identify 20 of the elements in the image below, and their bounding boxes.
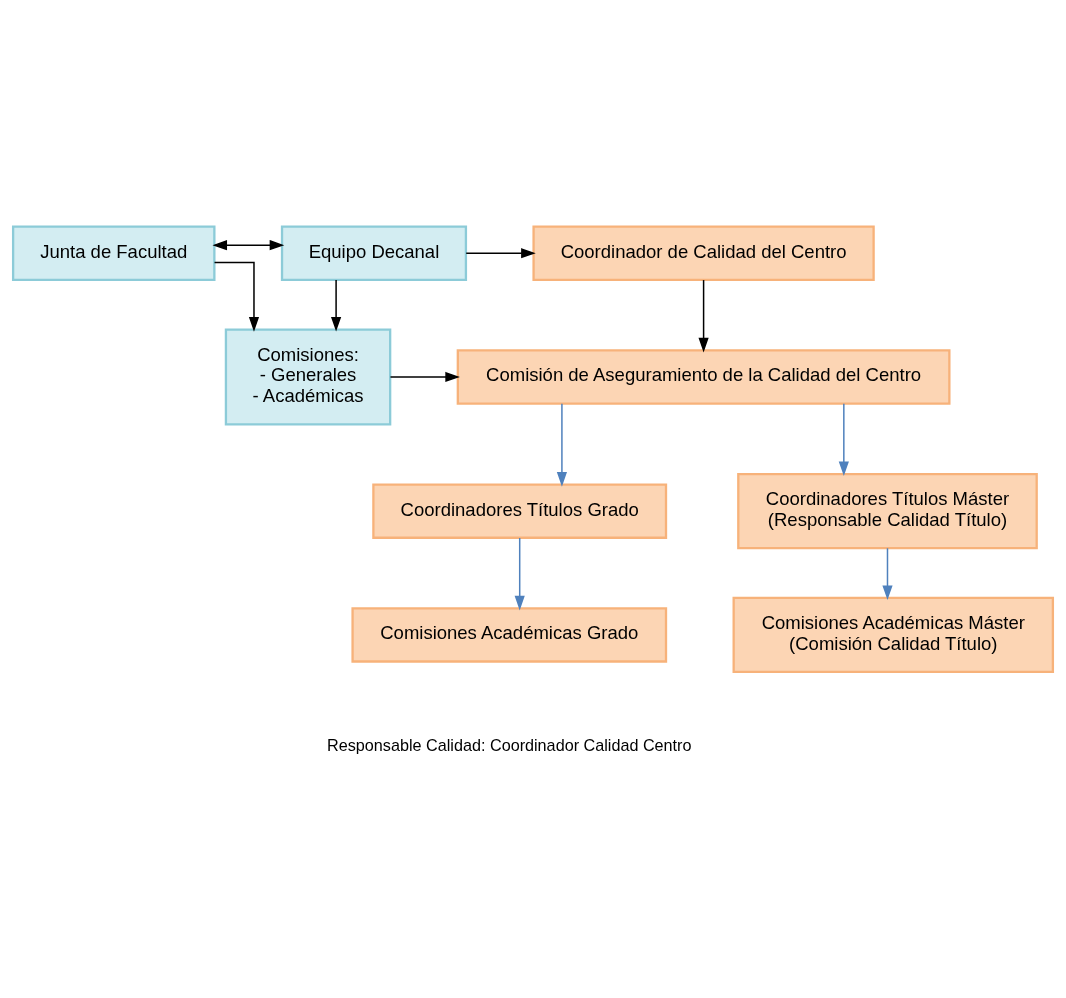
arrow <box>882 547 893 601</box>
arrow <box>838 403 849 476</box>
arrow <box>465 248 536 259</box>
node-box: Junta de Facultad <box>11 225 216 281</box>
arrow <box>556 403 567 487</box>
node-box: Coordinador de Calidad del Centro <box>532 225 875 281</box>
arrow <box>698 279 709 353</box>
arrow <box>514 537 525 611</box>
arrow <box>212 240 285 251</box>
node-box: Comisión de Aseguramiento de la Calidad del Centro <box>456 349 951 405</box>
arrow <box>331 279 342 332</box>
arrow <box>389 371 460 383</box>
node-box: Coordinadores Títulos Grado <box>372 483 668 539</box>
node-box: Comisiones Académicas Grado <box>351 607 668 663</box>
node-box: Comisiones: - Generales - Académicas <box>224 328 392 426</box>
node-box: Comisiones Académicas Máster (Comisión Calidad Título) <box>732 596 1055 674</box>
arrow <box>213 261 260 332</box>
node-box: Coordinadores Títulos Máster (Responsable Calidad Título) <box>737 472 1038 550</box>
label: Responsable Calidad: Coordinador Calidad Centro <box>327 735 692 754</box>
node-box: Equipo Decanal <box>280 225 468 281</box>
